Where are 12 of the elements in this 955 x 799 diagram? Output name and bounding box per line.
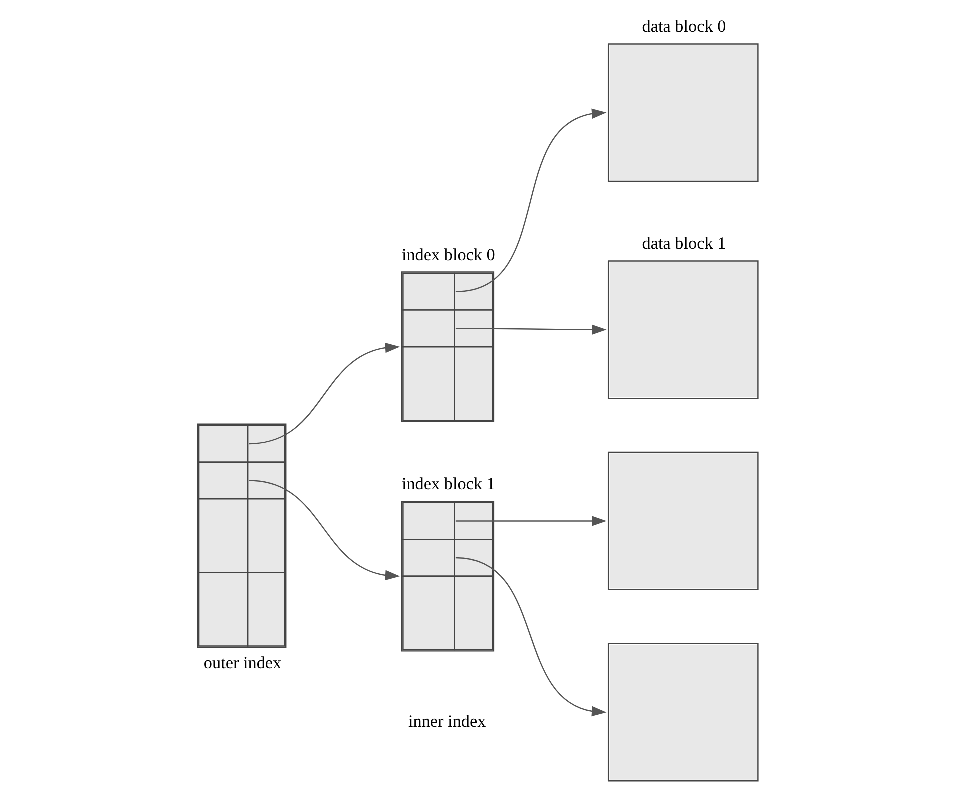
arrow bbox=[455, 516, 606, 526]
arrow bbox=[455, 557, 606, 717]
node-label: index block 0 bbox=[401, 245, 495, 264]
arrow bbox=[248, 480, 400, 581]
arrow bbox=[248, 342, 400, 445]
label: inner index bbox=[408, 712, 486, 731]
node-label: data block 0 bbox=[642, 17, 726, 36]
arrow bbox=[455, 108, 606, 292]
node-label: outer index bbox=[203, 654, 282, 673]
node-label: index block 1 bbox=[401, 474, 495, 494]
node-label: data block 1 bbox=[642, 234, 726, 254]
arrow bbox=[455, 324, 606, 336]
